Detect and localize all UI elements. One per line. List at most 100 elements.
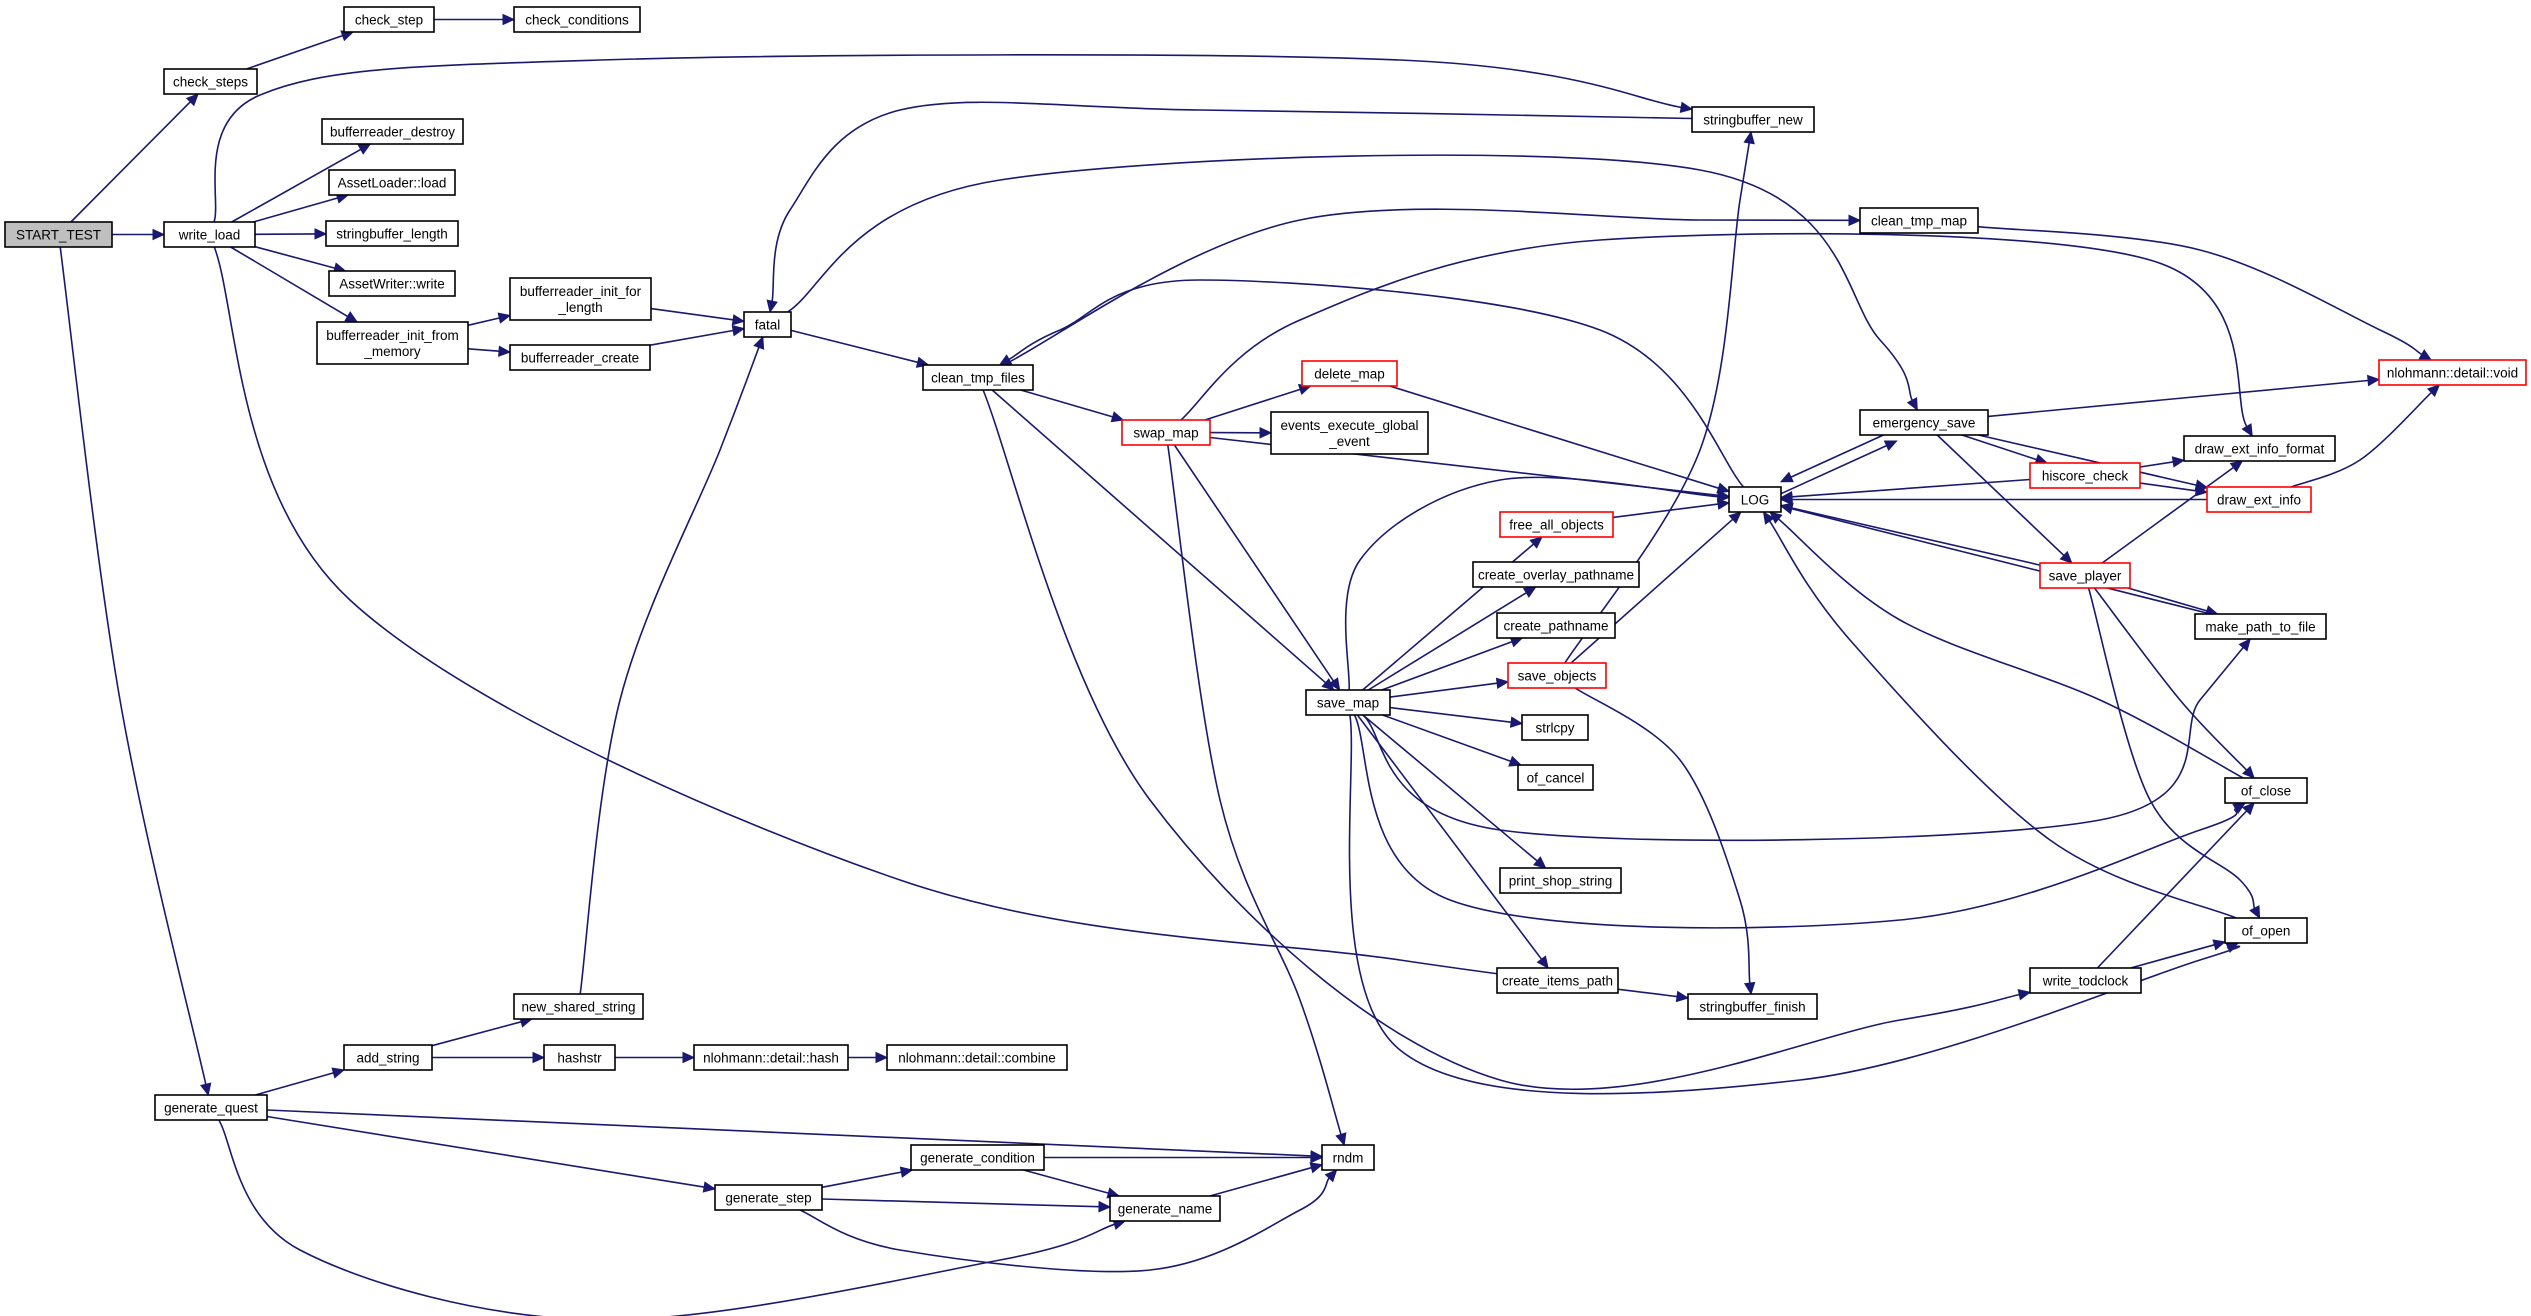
- arrowhead: [1509, 716, 1524, 728]
- node-make-path-to-file[interactable]: make_path_to_file: [2194, 613, 2327, 640]
- node-generate-name[interactable]: generate_name: [1109, 1195, 1221, 1222]
- node-stringbuffer-length[interactable]: stringbuffer_length: [325, 220, 459, 247]
- arrowhead: [185, 93, 199, 107]
- node-stringbuffer-new[interactable]: stringbuffer_new: [1691, 106, 1815, 133]
- node-create-pathname[interactable]: create_pathname: [1496, 612, 1616, 639]
- edge-emergency-save-to-nlohmann-void: [1987, 374, 2381, 418]
- node-log[interactable]: LOG: [1728, 486, 1782, 513]
- edge-add-string-to-hashstr: [432, 1051, 546, 1064]
- node-bufferreader-init-for-length[interactable]: bufferreader_init_for_length: [509, 277, 652, 321]
- arrowhead: [331, 1067, 346, 1079]
- node-nlohmann-combine[interactable]: nlohmann::detail::combine: [886, 1044, 1068, 1071]
- node-check-step[interactable]: check_step: [343, 6, 435, 33]
- node-box: [2183, 435, 2336, 462]
- node-label: bufferreader_create: [521, 351, 639, 366]
- edge-generate-name-to-rndm: [1209, 1162, 1324, 1197]
- node-save-player[interactable]: save_player: [2039, 562, 2131, 589]
- arrowhead: [2241, 802, 2255, 816]
- edge-line: [1791, 507, 2211, 615]
- node-box: [1859, 409, 1989, 436]
- node-clean-tmp-files[interactable]: clean_tmp_files: [922, 364, 1034, 391]
- node-box: [509, 344, 651, 371]
- edge-save-player-to-draw-ext-info-format: [2101, 460, 2244, 564]
- node-hashstr[interactable]: hashstr: [543, 1044, 616, 1071]
- node-of-cancel[interactable]: of_cancel: [1517, 764, 1594, 791]
- node-stringbuffer-finish[interactable]: stringbuffer_finish: [1687, 993, 1818, 1020]
- edge-hiscore-check-to-draw-ext-info-format: [2139, 456, 2186, 468]
- edge-line: [467, 348, 500, 352]
- node-delete-map[interactable]: delete_map: [1301, 360, 1398, 387]
- node-rndm[interactable]: rndm: [1321, 1144, 1375, 1171]
- edge-draw-ext-info-to-log: [1779, 493, 2207, 506]
- node-hiscore-check[interactable]: hiscore_check: [2029, 462, 2141, 489]
- node-generate-quest[interactable]: generate_quest: [154, 1094, 268, 1121]
- node-generate-step[interactable]: generate_step: [714, 1184, 823, 1211]
- node-clean-tmp-map[interactable]: clean_tmp_map: [1859, 207, 1979, 234]
- node-box: [1305, 689, 1391, 716]
- node-add-string[interactable]: add_string: [343, 1044, 433, 1071]
- node-check-conditions[interactable]: check_conditions: [513, 6, 641, 33]
- node-create-overlay-pathname[interactable]: create_overlay_pathname: [1472, 561, 1640, 588]
- edge-line: [1367, 592, 1527, 691]
- edge-save-map-to-save-objects: [1389, 677, 1510, 698]
- node-generate-condition[interactable]: generate_condition: [910, 1144, 1045, 1171]
- node-print-shop-string[interactable]: print_shop_string: [1499, 867, 1622, 894]
- edge-line: [821, 1198, 1100, 1208]
- edge-line: [1389, 706, 1512, 723]
- edge-write-todclock-to-of-close: [2096, 802, 2255, 969]
- arrowhead: [1675, 990, 1690, 1003]
- edge-line: [1777, 518, 2244, 779]
- arrowhead: [497, 312, 512, 324]
- edge-line: [218, 1119, 1115, 1316]
- node-check-steps[interactable]: check_steps: [163, 68, 258, 95]
- node-strlcpy[interactable]: strlcpy: [1521, 714, 1589, 741]
- node-create-items-path[interactable]: create_items_path: [1496, 967, 1619, 994]
- edge-line: [231, 148, 362, 223]
- node-label: make_path_to_file: [2205, 620, 2315, 635]
- node-of-open[interactable]: of_open: [2224, 917, 2308, 944]
- node-draw-ext-info[interactable]: draw_ext_info: [2206, 486, 2312, 513]
- edge-line: [1977, 225, 2423, 356]
- edge-generate-step-to-rndm: [799, 1169, 1338, 1273]
- node-label: print_shop_string: [1509, 874, 1613, 889]
- node-box: [316, 321, 469, 365]
- node-draw-ext-info-format[interactable]: draw_ext_info_format: [2183, 435, 2336, 462]
- node-save-objects[interactable]: save_objects: [1507, 662, 1607, 689]
- node-fatal[interactable]: fatal: [743, 311, 792, 338]
- node-nlohmann-void[interactable]: nlohmann::detail::void: [2378, 359, 2527, 386]
- node-assetwriter-write[interactable]: AssetWriter::write: [328, 270, 456, 297]
- edge-write-load-to-stringbuffer-finish: [213, 246, 1690, 1003]
- node-label: AssetWriter::write: [339, 277, 445, 292]
- edge-generate-quest-to-add-string: [255, 1067, 346, 1096]
- edge-emergency-save-to-save-player: [1936, 434, 2073, 564]
- arrowhead: [502, 13, 516, 26]
- node-box: [328, 169, 456, 196]
- edge-line: [799, 1177, 1330, 1273]
- node-swap-map[interactable]: swap_map: [1121, 419, 1211, 446]
- node-new-shared-string[interactable]: new_shared_string: [513, 993, 644, 1020]
- node-free-all-objects[interactable]: free_all_objects: [1499, 511, 1614, 538]
- node-events-execute-global-event[interactable]: events_execute_global_event: [1270, 411, 1429, 455]
- node-label: swap_map: [1133, 426, 1198, 441]
- node-box: [1496, 612, 1616, 639]
- node-assetloader-load[interactable]: AssetLoader::load: [328, 169, 456, 196]
- node-box: [1121, 419, 1211, 446]
- node-of-close[interactable]: of_close: [2224, 777, 2308, 804]
- edge-line: [1389, 682, 1498, 698]
- node-bufferreader-destroy[interactable]: bufferreader_destroy: [321, 118, 464, 145]
- node-write-todclock[interactable]: write_todclock: [2029, 967, 2142, 994]
- node-label: _memory: [363, 344, 421, 359]
- node-bufferreader-create[interactable]: bufferreader_create: [509, 344, 651, 371]
- edge-start-test-to-check-steps: [70, 93, 199, 223]
- edge-line: [1790, 428, 1897, 478]
- node-start-test[interactable]: START_TEST: [4, 221, 113, 248]
- node-nlohmann-hash[interactable]: nlohmann::detail::hash: [693, 1044, 849, 1071]
- node-label: generate_quest: [164, 1101, 258, 1116]
- node-bufferreader-init-from-memory[interactable]: bufferreader_init_from_memory: [316, 321, 469, 365]
- edge-generate-step-to-generate-condition: [821, 1166, 914, 1189]
- node-save-map[interactable]: save_map: [1305, 689, 1391, 716]
- node-emergency-save[interactable]: emergency_save: [1859, 409, 1989, 436]
- edge-line: [2096, 810, 2248, 969]
- node-write-load[interactable]: write_load: [163, 221, 256, 248]
